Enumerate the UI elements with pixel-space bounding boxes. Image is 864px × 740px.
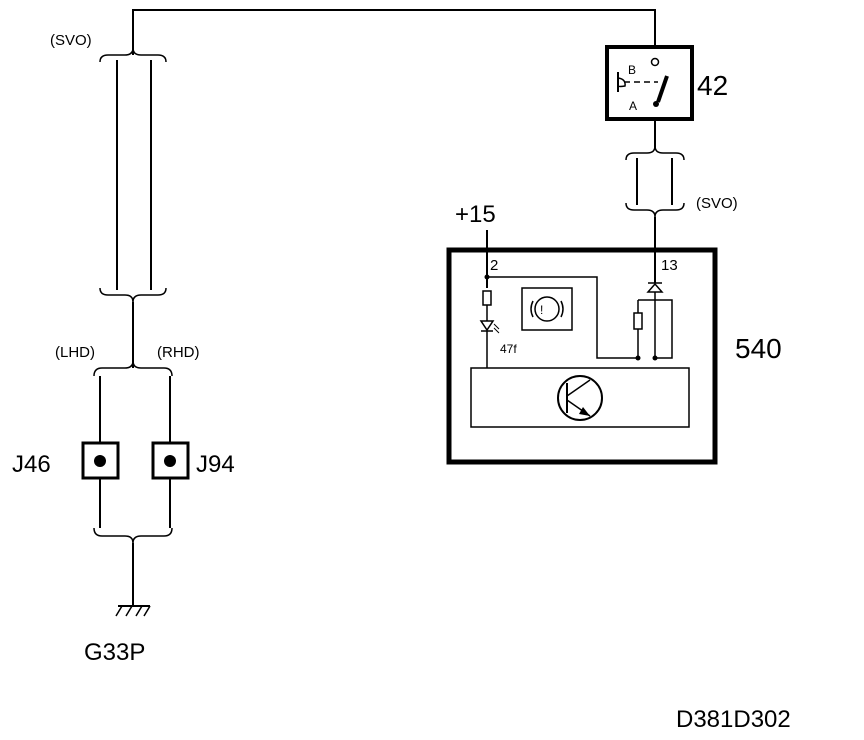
supply-label: +15: [455, 201, 496, 228]
wire-internal-lamp-feed: [487, 276, 638, 359]
lhd-label: (LHD): [55, 344, 95, 361]
ground-brace: [93, 527, 173, 544]
junction-a: [635, 355, 641, 361]
resistor-internal: [633, 312, 643, 330]
switch-contact-b: [650, 57, 660, 67]
splice-j94-dot: [164, 455, 176, 467]
transistor-icon: [557, 375, 603, 421]
lamp-label: 47f: [500, 342, 517, 356]
ground-label: G33P: [84, 639, 145, 666]
wire-top: [132, 9, 656, 55]
diagram-code-label: D381D302: [676, 706, 791, 733]
svo-connector-left: [99, 47, 167, 303]
module-id-label: 540: [735, 333, 782, 364]
j94-label: J94: [196, 451, 235, 478]
svo-connector-right: [625, 145, 685, 218]
switch-pin-a: A: [629, 99, 637, 113]
svo-label-right: (SVO): [696, 195, 738, 212]
resistor-lamp: [482, 290, 492, 306]
svo-label-left: (SVO): [50, 32, 92, 49]
switch-id-label: 42: [697, 70, 728, 101]
instrument-module-540: [446, 247, 718, 465]
diode-icon: [646, 282, 664, 293]
switch-42: [605, 45, 694, 121]
lhd-rhd-brace: [93, 360, 173, 377]
switch-lever: [656, 75, 669, 103]
led-icon: [479, 320, 500, 334]
svg-text:!: !: [540, 303, 543, 317]
pin-13-label: 13: [661, 257, 678, 274]
j46-label: J46: [12, 451, 51, 478]
switch-pin-b: B: [628, 63, 636, 77]
splice-j46-dot: [94, 455, 106, 467]
switch-contact-a: [653, 101, 659, 107]
ground-icon: [115, 605, 151, 617]
brake-pedal-icon: [617, 72, 626, 92]
pin-2-label: 2: [490, 257, 498, 274]
brake-warning-icon: !: [521, 287, 573, 331]
rhd-label: (RHD): [157, 344, 200, 361]
